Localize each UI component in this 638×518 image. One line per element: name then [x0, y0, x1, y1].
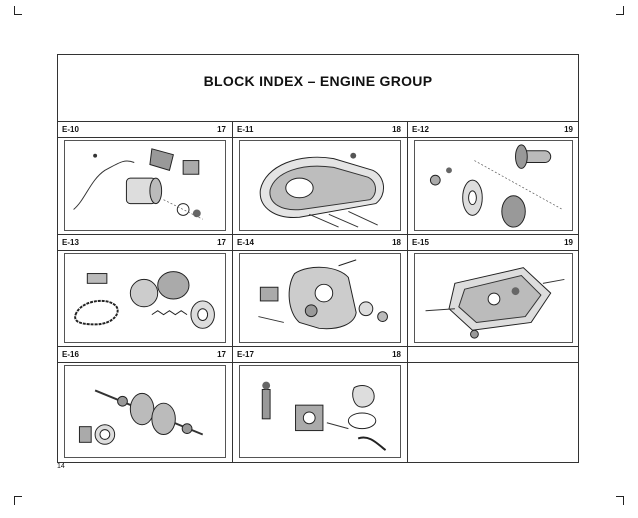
diagram-e10-starter-motor[interactable] — [64, 140, 226, 231]
block-header-e14[interactable]: E-14 18 — [233, 238, 407, 250]
block-header-e16[interactable]: E-16 17 — [58, 350, 232, 362]
transmission-drawing — [425, 267, 565, 339]
divider — [58, 250, 578, 251]
diagram-e16-crankshaft[interactable] — [64, 365, 226, 458]
crop-mark — [14, 497, 15, 505]
block-code: E-14 — [237, 238, 254, 247]
block-page: 19 — [564, 125, 573, 134]
carburetor-drawing — [261, 381, 387, 451]
block-page: 17 — [217, 350, 226, 359]
block-header-e17[interactable]: E-17 18 — [233, 350, 407, 362]
block-code: E-10 — [62, 125, 79, 134]
block-page: 17 — [217, 238, 226, 247]
diagram-e15-transmission[interactable] — [414, 253, 573, 343]
diagram-e13-clutch[interactable] — [64, 253, 226, 343]
clutch-drawing — [74, 271, 215, 329]
block-code: E-16 — [62, 350, 79, 359]
starter-motor-drawing — [73, 148, 203, 220]
divider — [407, 121, 408, 463]
divider — [58, 346, 578, 347]
block-page: 19 — [564, 238, 573, 247]
diagram-e17-carburetor[interactable] — [239, 365, 401, 458]
crop-mark — [14, 496, 22, 497]
block-code: E-17 — [237, 350, 254, 359]
page-title: BLOCK INDEX – ENGINE GROUP — [203, 73, 433, 89]
block-code: E-12 — [412, 125, 429, 134]
block-code: E-13 — [62, 238, 79, 247]
divider — [58, 137, 578, 138]
divider — [232, 121, 233, 463]
crankshaft-drawing — [78, 389, 204, 445]
block-code: E-15 — [412, 238, 429, 247]
block-page: 18 — [392, 238, 401, 247]
block-page: 18 — [392, 350, 401, 359]
crankcase-cover-drawing — [259, 152, 384, 228]
crop-mark — [623, 6, 624, 14]
block-page: 17 — [217, 125, 226, 134]
diagram-e14-crankcase[interactable] — [239, 253, 401, 343]
crop-mark — [14, 6, 15, 14]
page-number: 14 — [57, 463, 65, 470]
block-header-e10[interactable]: E-10 17 — [58, 125, 232, 137]
diagram-e11-crankcase-cover[interactable] — [239, 140, 401, 231]
divider — [58, 121, 578, 122]
block-header-e15[interactable]: E-15 19 — [408, 238, 579, 250]
block-page: 18 — [392, 125, 401, 134]
divider — [58, 234, 578, 235]
divider — [58, 362, 578, 363]
block-header-e11[interactable]: E-11 18 — [233, 125, 407, 137]
block-header-e12[interactable]: E-12 19 — [408, 125, 579, 137]
diagram-e12-pulley[interactable] — [414, 140, 573, 231]
crop-mark — [616, 14, 624, 15]
crop-mark — [623, 497, 624, 505]
crop-mark — [616, 496, 624, 497]
block-index-frame: BLOCK INDEX – ENGINE GROUP E-10 17 E-11 … — [57, 54, 579, 463]
crankcase-drawing — [258, 259, 388, 330]
pulley-drawing — [429, 144, 563, 228]
crop-mark — [14, 14, 22, 15]
block-header-e13[interactable]: E-13 17 — [58, 238, 232, 250]
block-code: E-11 — [237, 125, 254, 134]
